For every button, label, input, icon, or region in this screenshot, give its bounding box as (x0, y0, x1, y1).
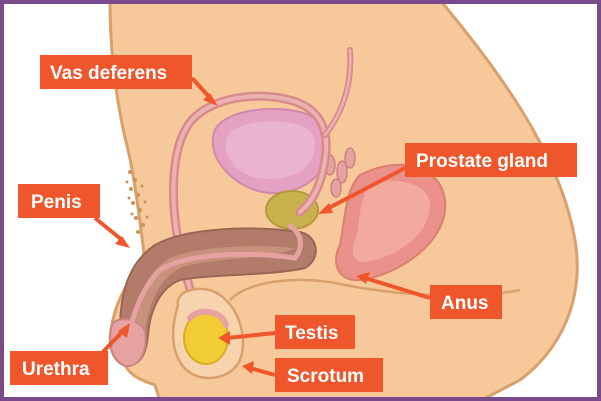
label-text-anus: Anus (441, 293, 489, 314)
bladder-highlight (225, 121, 316, 180)
label-text-testis: Testis (285, 323, 339, 344)
label-prostate-gland: Prostate gland (318, 143, 577, 214)
urethra-tube (122, 223, 303, 358)
label-anus: Anus (356, 272, 502, 319)
label-text-urethra: Urethra (22, 359, 90, 380)
label-text-prostate-gland: Prostate gland (416, 151, 548, 172)
label-scrotum: Scrotum (242, 358, 383, 392)
penis-shaft-highlight (135, 246, 295, 330)
epididymis (187, 308, 229, 328)
pubic-hair (125, 170, 149, 234)
rectum-highlight (352, 181, 430, 262)
label-text-penis: Penis (31, 192, 82, 213)
label-text-vas-deferens: Vas deferens (50, 63, 167, 84)
label-text-scrotum: Scrotum (287, 366, 364, 387)
label-urethra: Urethra (10, 323, 130, 385)
ureter-inner (323, 48, 352, 137)
label-penis: Penis (18, 184, 130, 248)
label-vas-deferens: Vas deferens (40, 55, 218, 106)
label-testis: Testis (218, 315, 355, 349)
